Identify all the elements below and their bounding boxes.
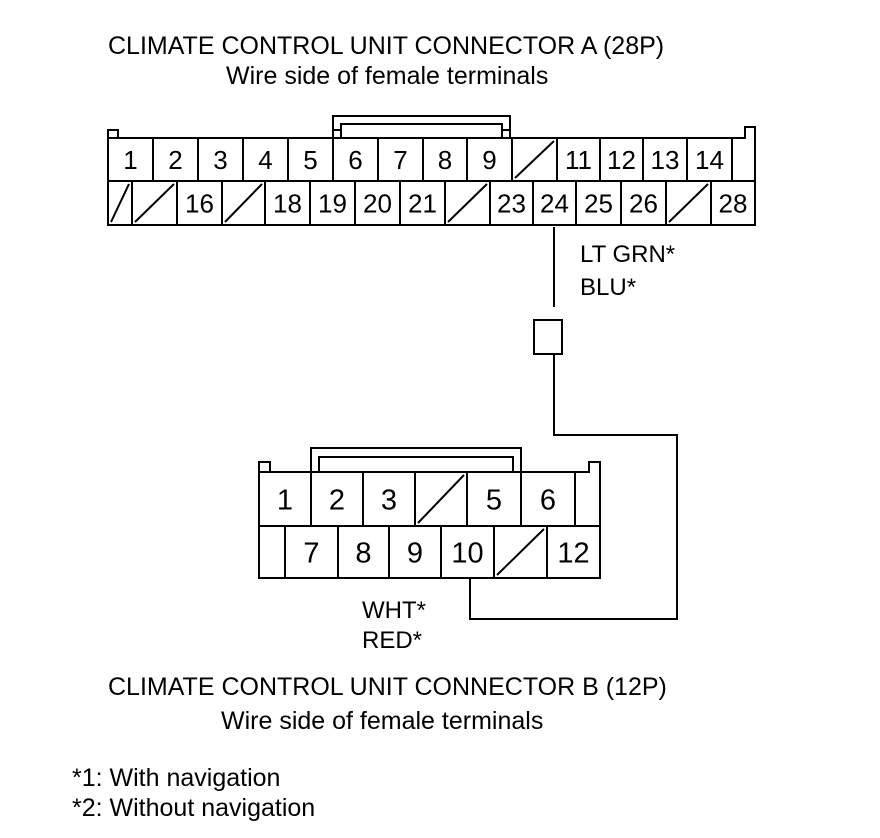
wire-path xyxy=(469,227,678,620)
connector-a-terminal-19: 19 xyxy=(318,188,347,218)
wire-junction-box xyxy=(533,319,563,355)
connector-a-terminal-13: 13 xyxy=(651,145,680,175)
connector-a-wire-label-ltgrn: LT GRN* xyxy=(580,241,675,268)
connector-b-terminal-12: 12 xyxy=(557,537,589,569)
connector-a-terminal-1: 1 xyxy=(123,145,137,175)
connector-b-row2-cell xyxy=(546,525,601,579)
connector-a-unused-cavity-slash xyxy=(134,183,175,223)
connector-a-unused-cavity-slash xyxy=(110,183,130,223)
connector-b-terminal-7: 7 xyxy=(303,537,319,569)
connector-a-terminal-4: 4 xyxy=(258,145,272,175)
connector-b-wire-label-red: RED* xyxy=(362,627,422,654)
connector-a-terminal-24: 24 xyxy=(540,188,569,218)
connector-a-terminal-12: 12 xyxy=(607,145,636,175)
connector-a-terminal-21: 21 xyxy=(408,188,437,218)
connector-a-row2-cell xyxy=(710,180,756,226)
connector-b-terminal-1: 1 xyxy=(277,484,293,516)
connector-a-wire-label-blu: BLU* xyxy=(580,274,636,301)
connector-a-unused-cavity-slash xyxy=(447,183,488,223)
connector-a-terminal-20: 20 xyxy=(363,188,392,218)
connector-b-unused-cavity-slash xyxy=(496,528,545,576)
connector-b-wire-label-wht: WHT* xyxy=(362,597,426,624)
connector-a-terminal-7: 7 xyxy=(393,145,407,175)
connector-a-terminal-3: 3 xyxy=(213,145,227,175)
connector-b-terminal-3: 3 xyxy=(381,484,397,516)
connector-b-terminal-6: 6 xyxy=(540,484,556,516)
connector-b-terminal-9: 9 xyxy=(407,537,423,569)
note-without-navigation: *2: Without navigation xyxy=(72,794,315,822)
connector-b-terminal-5: 5 xyxy=(486,484,502,516)
connector-a-terminal-9: 9 xyxy=(482,145,496,175)
connector-a-housing xyxy=(107,115,756,226)
connector-a-terminal-16: 16 xyxy=(185,188,214,218)
note-with-navigation: *1: With navigation xyxy=(72,764,280,792)
connector-a-unused-cavity-slash xyxy=(668,183,709,223)
connector-a-subtitle: Wire side of female terminals xyxy=(226,62,548,90)
connector-a-terminal-25: 25 xyxy=(584,188,613,218)
connector-a-unused-cavity-slash xyxy=(224,183,263,223)
connector-a-terminal-28: 28 xyxy=(719,188,748,218)
connector-a-terminal-6: 6 xyxy=(348,145,362,175)
connector-b-title: CLIMATE CONTROL UNIT CONNECTOR B (12P) xyxy=(108,673,667,701)
connector-b-terminal-8: 8 xyxy=(355,537,371,569)
connector-a-terminal-18: 18 xyxy=(273,188,302,218)
connector-a-terminal-14: 14 xyxy=(695,145,724,175)
connector-a-terminal-8: 8 xyxy=(438,145,452,175)
connector-a-terminal-23: 23 xyxy=(497,188,526,218)
connector-a-terminal-5: 5 xyxy=(303,145,317,175)
connector-b-subtitle: Wire side of female terminals xyxy=(221,707,543,735)
connector-a-terminal-2: 2 xyxy=(168,145,182,175)
connector-b-terminal-10: 10 xyxy=(451,537,483,569)
connector-a-terminal-11: 11 xyxy=(565,145,592,175)
connector-b-housing xyxy=(258,447,601,579)
connector-b-unused-cavity-slash xyxy=(417,474,465,524)
connector-a-unused-cavity-slash xyxy=(514,140,555,179)
connector-b-terminal-2: 2 xyxy=(329,484,345,516)
connector-a-terminal-26: 26 xyxy=(629,188,658,218)
connector-a-title: CLIMATE CONTROL UNIT CONNECTOR A (28P) xyxy=(108,32,664,60)
